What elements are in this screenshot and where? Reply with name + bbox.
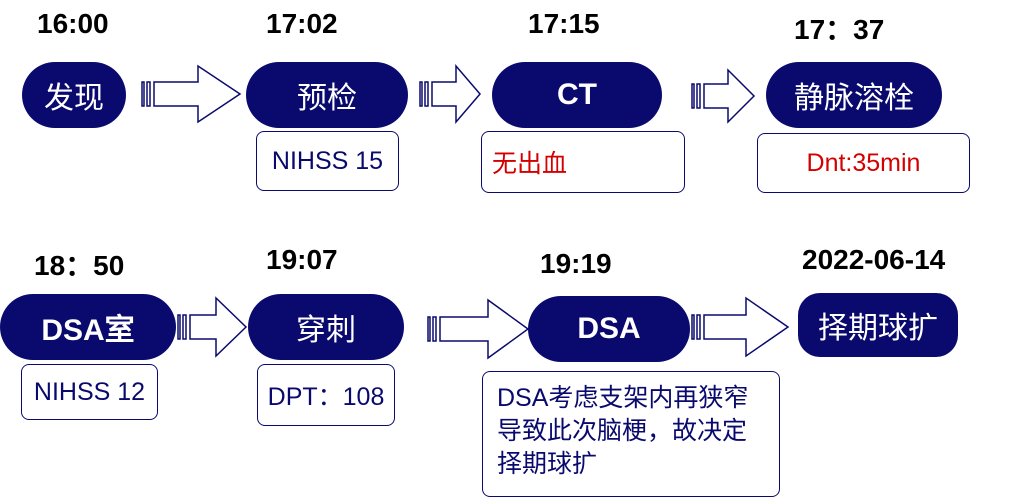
arrow-right-icon: [427, 298, 530, 360]
arrow-right-icon: [141, 64, 242, 124]
arrow-right-icon: [419, 64, 481, 124]
time-ct: 17:15: [528, 8, 600, 39]
note-dnt: Dnt:35min: [757, 133, 970, 193]
arrow-right-icon: [691, 68, 756, 124]
time-dsa-room: 18：50: [34, 250, 125, 281]
step-triage: 预检: [246, 62, 408, 128]
step-puncture-label: 穿刺: [296, 313, 356, 348]
arrow-right-icon: [691, 296, 790, 358]
step-triage-label: 预检: [297, 81, 357, 116]
arrow-right-icon: [177, 296, 248, 358]
note-no-hemorrhage: 无出血: [481, 131, 685, 193]
step-discovery-label: 发现: [44, 81, 104, 116]
step-puncture: 穿刺: [248, 294, 404, 360]
step-ct: CT: [492, 62, 662, 128]
step-thrombolysis: 静脉溶栓: [766, 62, 942, 128]
step-dsa-label: DSA: [577, 312, 641, 345]
note-dsa-decision: DSA考虑支架内再狭窄导致此次脑梗，故决定择期球扩: [482, 371, 780, 497]
note-dpt: DPT：108: [257, 364, 395, 426]
step-dsa: DSA: [528, 296, 690, 362]
step-thrombolysis-label: 静脉溶栓: [794, 81, 914, 116]
step-dsa-room-label: DSA室: [41, 314, 135, 347]
note-nihss-later: NIHSS 12: [21, 364, 158, 420]
time-thrombolysis: 17：37: [794, 14, 885, 45]
time-puncture: 19:07: [266, 244, 338, 275]
step-ct-label: CT: [557, 78, 597, 111]
time-elective-date: 2022-06-14: [802, 244, 946, 275]
note-nihss-initial: NIHSS 15: [256, 131, 399, 191]
step-elective-balloon: 择期球扩: [798, 293, 958, 357]
time-discovery: 16:00: [37, 8, 109, 39]
step-elective-balloon-label: 择期球扩: [818, 311, 938, 346]
time-dsa: 19:19: [540, 248, 612, 279]
step-dsa-room: DSA室: [0, 294, 176, 360]
time-triage: 17:02: [266, 8, 338, 39]
step-discovery: 发现: [22, 62, 126, 128]
